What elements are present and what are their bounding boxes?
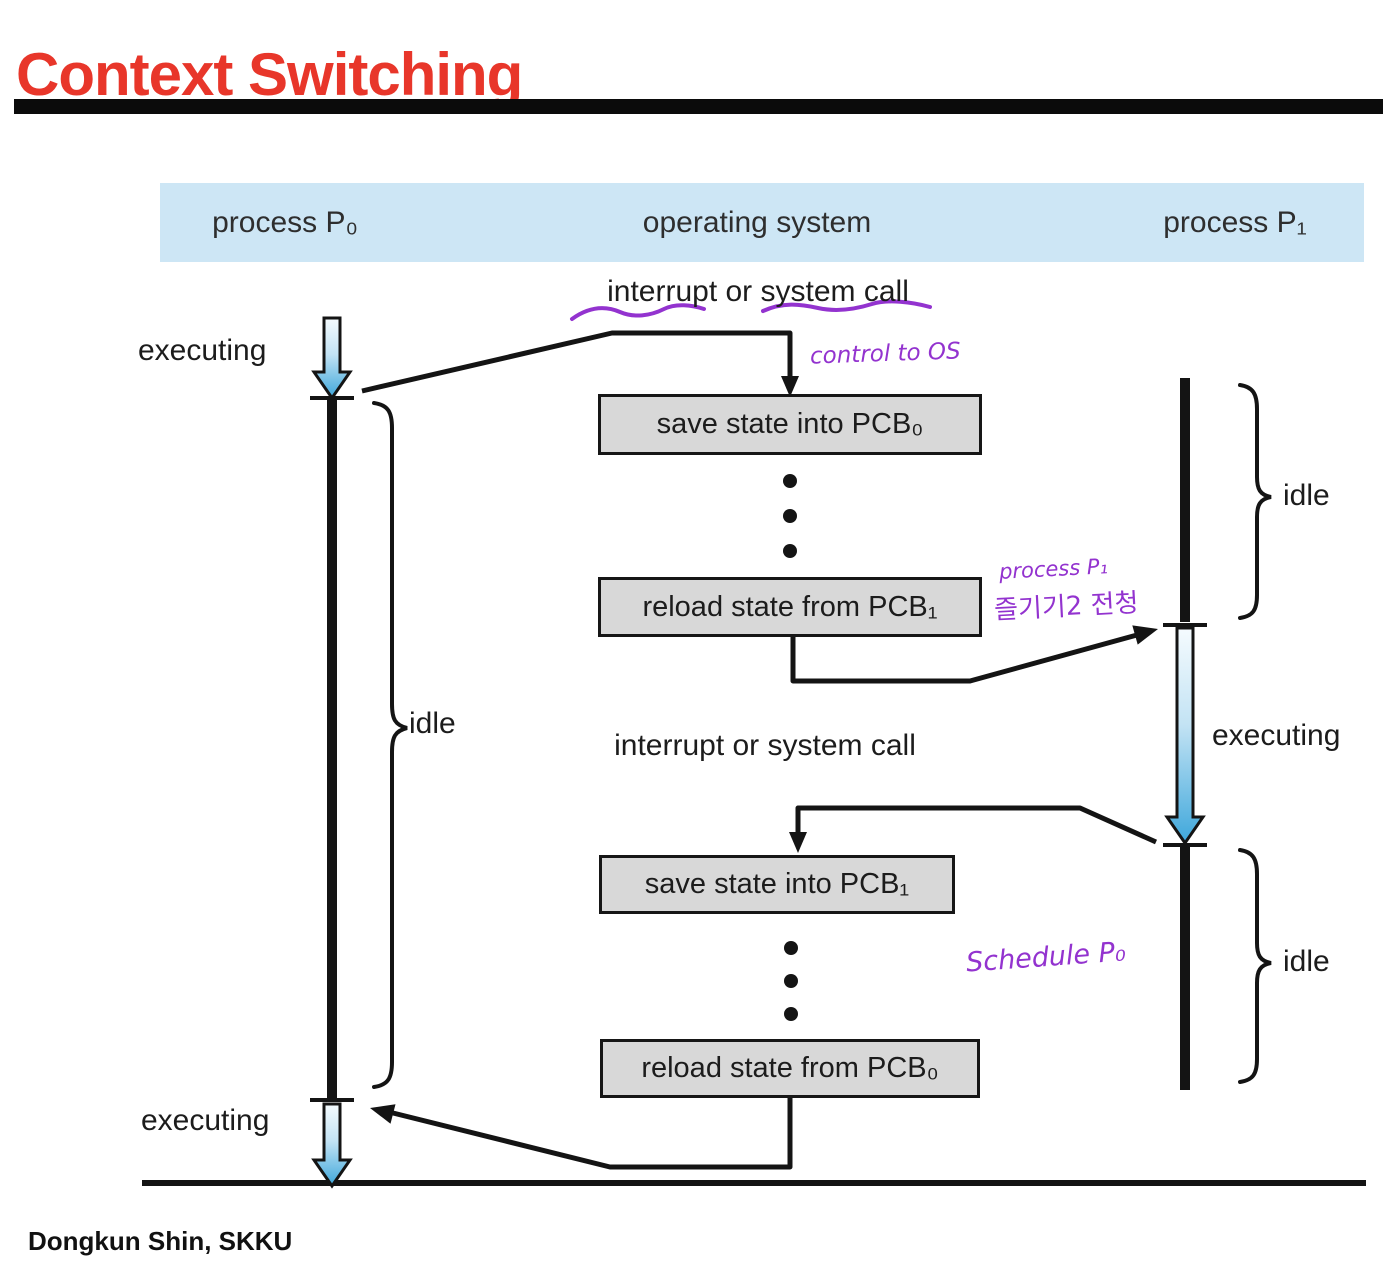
label-p1-idle-bottom: idle — [1283, 945, 1330, 978]
slide-footer-author: Dongkun Shin, SKKU — [28, 1226, 293, 1256]
underline-interrupt — [570, 303, 706, 321]
executing-arrow-p0-top — [311, 316, 353, 401]
label-p0-idle: idle — [409, 707, 456, 740]
page-title: Context Switching — [16, 41, 523, 109]
connector-os-to-p0 — [392, 1098, 793, 1170]
underline-system-call — [761, 299, 932, 313]
connector-p1-to-os — [795, 805, 1158, 845]
connector-p0-to-os — [361, 330, 793, 394]
connector-p1-to-os-arrowhead — [789, 832, 807, 853]
executing-arrow-p1 — [1164, 626, 1206, 846]
connector-p0-to-os-arrowhead — [781, 376, 799, 397]
interrupt-label-bottom: interrupt or system call — [614, 729, 916, 762]
column-label-operating-system: operating system — [642, 205, 872, 239]
executing-arrow-p0-bottom — [311, 1102, 353, 1189]
title-underline-rule — [14, 99, 1383, 114]
idle-brace-p1-top — [1238, 383, 1272, 620]
label-p1-idle-top: idle — [1283, 479, 1330, 512]
connector-os-to-p1-arrowhead — [1132, 625, 1158, 645]
idle-brace-p1-bottom — [1238, 848, 1272, 1084]
idle-brace-p0 — [372, 401, 408, 1089]
connector-os-to-p0-arrowhead — [370, 1104, 396, 1124]
ellipsis-dots-bottom — [784, 941, 798, 1021]
annotation-control-to-os: control to OS — [809, 338, 962, 370]
column-label-process-p0: process P₀ — [212, 205, 358, 239]
connector-os-to-p1 — [790, 632, 1138, 684]
interrupt-label-top: interrupt or system call — [607, 275, 909, 308]
column-header-bar: process P₀ operating system process P₁ — [160, 183, 1364, 262]
box-save-state-pcb0: save state into PCB₀ — [598, 394, 982, 455]
box-save-state-pcb1: save state into PCB₁ — [599, 855, 955, 914]
label-p1-executing: executing — [1212, 719, 1341, 752]
box-reload-state-pcb0: reload state from PCB₀ — [600, 1039, 980, 1098]
label-p0-executing-top: executing — [138, 334, 267, 367]
annotation-process-p1-korean: 즐기기2 전청 — [993, 588, 1140, 626]
label-p0-executing-bottom: executing — [141, 1104, 270, 1137]
ellipsis-dots-top — [783, 474, 797, 558]
column-label-process-p1: process P₁ — [1163, 205, 1307, 239]
box-reload-state-pcb1: reload state from PCB₁ — [598, 577, 982, 637]
